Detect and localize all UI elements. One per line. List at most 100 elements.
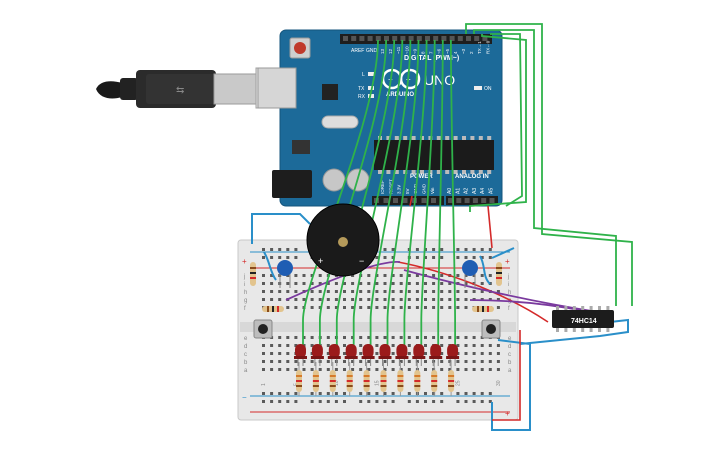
terminal-hole[interactable] [326, 344, 330, 347]
terminal-hole[interactable] [367, 298, 371, 301]
terminal-hole[interactable] [262, 282, 265, 285]
terminal-hole[interactable] [383, 360, 387, 363]
analog-header-pin[interactable] [481, 198, 487, 203]
terminal-hole[interactable] [496, 344, 500, 347]
rail-hole[interactable] [456, 248, 460, 251]
terminal-hole[interactable] [375, 360, 379, 363]
terminal-hole[interactable] [424, 360, 427, 363]
terminal-hole[interactable] [375, 290, 379, 293]
terminal-hole[interactable] [415, 360, 419, 363]
rail-hole[interactable] [343, 400, 346, 403]
rail-hole[interactable] [407, 400, 411, 403]
terminal-hole[interactable] [440, 368, 444, 371]
rail-hole[interactable] [359, 400, 363, 403]
terminal-hole[interactable] [407, 290, 411, 293]
terminal-hole[interactable] [424, 344, 427, 347]
rail-hole[interactable] [326, 392, 330, 395]
power-header-pin[interactable] [431, 198, 436, 203]
terminal-hole[interactable] [448, 306, 452, 309]
terminal-hole[interactable] [448, 368, 452, 371]
terminal-hole[interactable] [488, 344, 492, 347]
terminal-hole[interactable] [343, 306, 346, 309]
terminal-hole[interactable] [343, 368, 346, 371]
digital-header-pin[interactable] [474, 36, 480, 41]
digital-header-pin[interactable] [384, 36, 389, 41]
terminal-hole[interactable] [375, 298, 379, 301]
chip-pin[interactable] [564, 306, 568, 311]
terminal-hole[interactable] [302, 298, 306, 301]
terminal-hole[interactable] [262, 290, 265, 293]
rail-hole[interactable] [480, 248, 484, 251]
terminal-hole[interactable] [359, 336, 363, 339]
rail-hole[interactable] [472, 248, 476, 251]
terminal-hole[interactable] [326, 360, 330, 363]
terminal-hole[interactable] [440, 282, 444, 285]
terminal-hole[interactable] [464, 336, 468, 339]
chip-pin[interactable] [589, 327, 593, 332]
rail-hole[interactable] [383, 400, 387, 403]
terminal-hole[interactable] [464, 282, 468, 285]
terminal-hole[interactable] [440, 290, 444, 293]
terminal-hole[interactable] [334, 290, 338, 293]
terminal-hole[interactable] [432, 298, 436, 301]
terminal-hole[interactable] [424, 352, 427, 355]
terminal-hole[interactable] [286, 274, 290, 277]
terminal-hole[interactable] [399, 282, 403, 285]
terminal-hole[interactable] [496, 290, 500, 293]
terminal-hole[interactable] [278, 298, 282, 301]
terminal-hole[interactable] [480, 352, 484, 355]
terminal-hole[interactable] [375, 282, 379, 285]
terminal-hole[interactable] [270, 344, 274, 347]
terminal-hole[interactable] [383, 290, 387, 293]
terminal-hole[interactable] [351, 368, 355, 371]
rail-hole[interactable] [432, 392, 436, 395]
terminal-hole[interactable] [343, 282, 346, 285]
analog-header-pin[interactable] [456, 198, 462, 203]
rail-hole[interactable] [407, 392, 411, 395]
terminal-hole[interactable] [318, 290, 322, 293]
terminal-hole[interactable] [391, 298, 395, 301]
terminal-hole[interactable] [391, 274, 395, 277]
terminal-hole[interactable] [367, 274, 371, 277]
chip-pin[interactable] [564, 327, 568, 332]
rail-hole[interactable] [262, 248, 265, 251]
rail-hole[interactable] [424, 256, 427, 259]
chip-pin[interactable] [598, 306, 601, 311]
chip-pin[interactable] [572, 306, 576, 311]
reset-button[interactable] [289, 37, 311, 59]
terminal-hole[interactable] [310, 344, 314, 347]
terminal-hole[interactable] [318, 298, 322, 301]
terminal-hole[interactable] [343, 298, 346, 301]
terminal-hole[interactable] [424, 290, 427, 293]
terminal-hole[interactable] [383, 336, 387, 339]
terminal-hole[interactable] [270, 282, 274, 285]
terminal-hole[interactable] [415, 274, 419, 277]
terminal-hole[interactable] [286, 290, 290, 293]
rail-hole[interactable] [334, 400, 338, 403]
terminal-hole[interactable] [391, 282, 395, 285]
terminal-hole[interactable] [294, 274, 298, 277]
terminal-hole[interactable] [310, 290, 314, 293]
chip-pin[interactable] [598, 327, 601, 332]
terminal-hole[interactable] [488, 368, 492, 371]
terminal-hole[interactable] [351, 360, 355, 363]
terminal-hole[interactable] [302, 360, 306, 363]
chip-pin[interactable] [556, 327, 559, 332]
digital-header-pin[interactable] [457, 36, 463, 41]
rail-hole[interactable] [464, 248, 468, 251]
terminal-hole[interactable] [375, 368, 379, 371]
terminal-hole[interactable] [270, 360, 274, 363]
terminal-hole[interactable] [359, 306, 363, 309]
terminal-hole[interactable] [496, 298, 500, 301]
terminal-hole[interactable] [448, 290, 452, 293]
rail-hole[interactable] [359, 392, 363, 395]
terminal-hole[interactable] [432, 274, 436, 277]
power-header-pin[interactable] [393, 198, 398, 203]
rail-hole[interactable] [456, 392, 460, 395]
terminal-hole[interactable] [302, 368, 306, 371]
terminal-hole[interactable] [424, 298, 427, 301]
terminal-hole[interactable] [286, 344, 290, 347]
terminal-hole[interactable] [278, 344, 282, 347]
terminal-hole[interactable] [399, 306, 403, 309]
terminal-hole[interactable] [383, 298, 387, 301]
